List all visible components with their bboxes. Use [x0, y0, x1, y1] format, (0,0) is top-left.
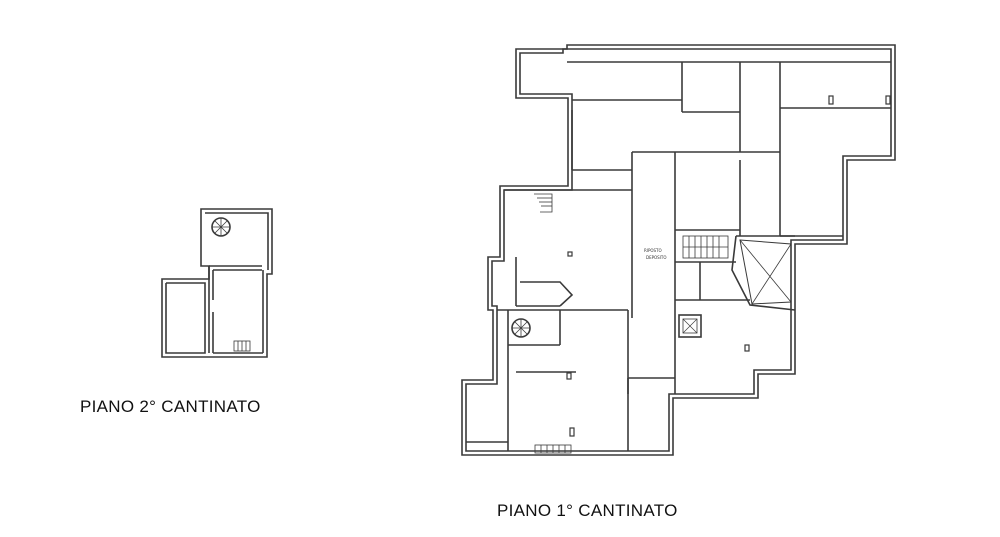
first-basement-outline-inner — [465, 48, 892, 452]
plan-title-second-basement: PIANO 2° CANTINATO — [80, 397, 261, 416]
first-basement-plan — [461, 44, 896, 456]
spiral-staircase-icon — [211, 217, 231, 237]
room-tag-line-1: RIPOSTO — [644, 248, 662, 253]
straight-staircase-icon — [682, 235, 729, 259]
straight-staircase-icon — [534, 193, 553, 213]
room-tag-line-2: DEPOSITO — [646, 255, 667, 260]
second-basement-plan — [161, 208, 273, 358]
second-basement-inner-wall — [205, 212, 269, 270]
straight-staircase-icon — [534, 444, 572, 454]
void-cross-icon — [739, 239, 792, 305]
elevator-shaft-icon — [678, 314, 702, 338]
first-basement-outline — [461, 44, 896, 456]
straight-staircase-icon — [233, 340, 251, 352]
plan-title-first-basement: PIANO 1° CANTINATO — [497, 501, 678, 520]
spiral-staircase-icon — [511, 318, 531, 338]
second-basement-outline — [161, 208, 273, 358]
